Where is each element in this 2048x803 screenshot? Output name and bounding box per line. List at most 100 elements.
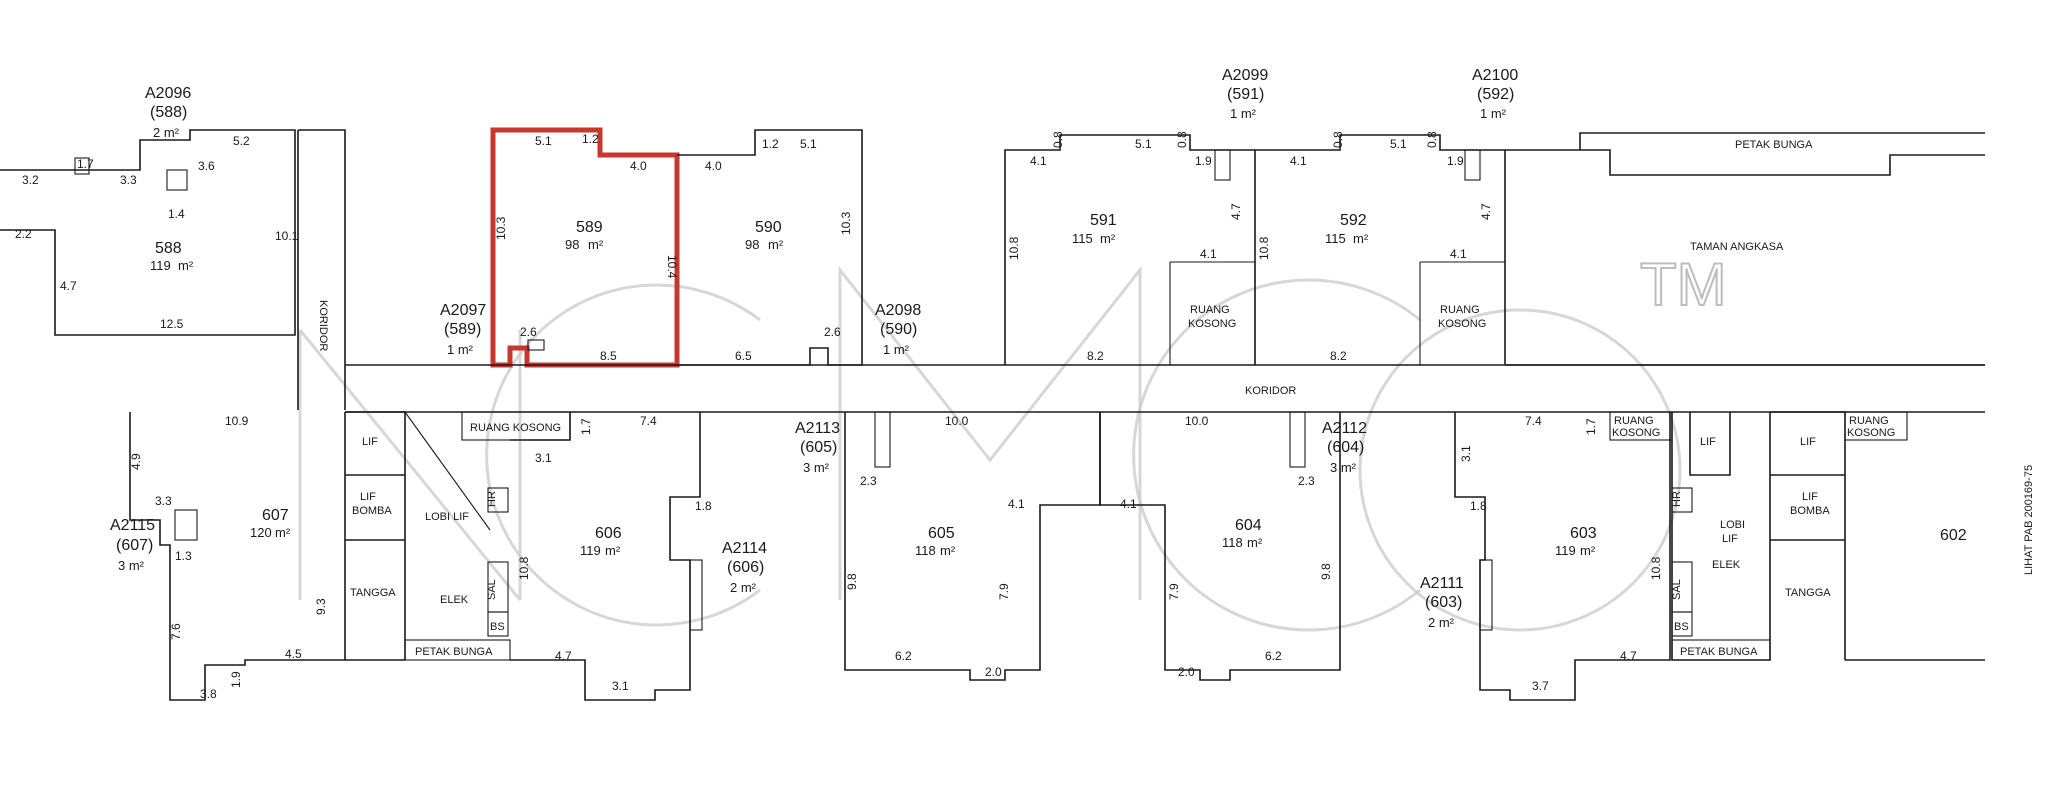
dimension-label: 5.1 [800,137,817,151]
dimension-label: (592) [1477,86,1514,103]
dimension-label: 1.9 [1447,154,1464,168]
dimension-label: SAL [1671,579,1683,600]
dimension-label: 10.8 [517,556,531,580]
lot-607-id: 607 [262,507,289,524]
dimension-label: m² [275,525,291,540]
dimension-label: m² [768,237,784,252]
dimension-label: 12.5 [160,317,184,331]
dimension-label: m² [1100,231,1116,246]
dimension-label: LIF [360,491,376,503]
dimension-label: 3 m² [803,460,830,475]
dimension-label: 4.7 [1620,649,1637,663]
dimension-label: LOBI [1720,519,1745,531]
dimension-label: 1 m² [883,342,910,357]
dimension-label: TANGGA [1785,587,1831,599]
dimension-label: 3.3 [120,173,137,187]
dimension-label: 118 [915,543,936,558]
dimension-label: 1 m² [1230,106,1257,121]
dimension-label: BOMBA [1790,505,1830,517]
dimension-label: LIF [362,436,378,448]
dimension-label: 4.1 [1030,154,1047,168]
annex-a2096: A2096 (588) 2 m² [145,85,191,140]
watermark-tm: TM [1640,251,1727,318]
dimension-label: 2.0 [1178,665,1195,679]
lot-606-id: 606 [595,525,622,542]
dimension-label: m² [588,237,604,252]
dimension-label: 7.9 [997,583,1011,600]
dimension-label: (590) [880,321,917,338]
lot-591-id: 591 [1090,212,1117,229]
dimension-label: 4.7 [60,279,77,293]
dimension-label: (605) [800,439,837,456]
dimension-label: PETAK BUNGA [1735,139,1813,151]
dimension-label: 0.8 [1425,131,1439,148]
dimension-label: ELEK [440,594,469,606]
dimension-label: RUANG [1440,304,1480,316]
annex-a2115: A2115 (607) 3 m² [110,517,155,573]
watermark-letter-c-2 [1132,278,1421,632]
dimension-label: 1.7 [77,157,94,171]
dimension-label: 4.0 [630,159,647,173]
lot-607: 10.9 4.9 3.3 1.3 9.3 7.6 4.5 3.8 1.9 607… [129,412,346,701]
dimension-label: PETAK BUNGA [1680,646,1758,658]
main-corridor: KORIDOR [345,364,1985,413]
vertical-corridor: KORIDOR [297,129,346,410]
lift-core-left: LIF LIF BOMBA TANGGA LOBI LIF ELEK SAL H… [345,411,571,661]
sky-garden: PETAK BUNGA TAMAN ANGKASA [1505,132,1985,366]
dimension-label: 9.8 [845,573,859,590]
dimension-label: 2 m² [1428,615,1455,630]
dimension-label: 9.3 [314,598,328,615]
dimension-label: 3.1 [612,679,629,693]
dimension-label: 10.0 [945,414,969,428]
dimension-label: A2111 [1420,575,1464,592]
dimension-label: 1.4 [168,207,185,221]
dimension-label: 3.1 [1459,445,1473,462]
annex-a2097: A2097 (589) 1 m² [440,302,545,357]
dimension-label: 1.2 [582,132,599,146]
dimension-label: 119 [580,543,601,558]
dimension-label: RUANG [1849,415,1889,427]
dimension-label: TAMAN ANGKASA [1690,241,1784,253]
watermark: TM [298,250,1728,632]
annex-a2100: A2100 (592) 1 m² [1472,67,1518,121]
dimension-label: LIF [1800,436,1816,448]
dimension-label: m² [1580,543,1596,558]
dimension-label: A2100 [1472,67,1518,84]
annex-a2111: A2111 (603) 2 m² [1420,575,1464,630]
dimension-label: BS [1674,621,1689,633]
dimension-label: 3.1 [535,451,552,465]
dimension-label: 2 m² [153,125,180,140]
dimension-label: 2.2 [15,227,32,241]
lift-core-right: RUANG KOSONG LIF HR SAL BS LOBI LIF ELEK… [1609,411,1908,661]
dimension-label: (604) [1327,439,1364,456]
dimension-label: 2.6 [520,325,537,339]
dimension-label: A2098 [875,302,921,319]
dimension-label: 10.3 [839,211,853,235]
dimension-label: LIF [1700,436,1716,448]
dimension-label: 3.8 [200,687,217,701]
dimension-label: 120 [250,525,272,540]
dimension-label: 115 [1325,231,1346,246]
dimension-label: 7.4 [1525,414,1542,428]
dimension-label: 6.2 [895,649,912,663]
dimension-label: (603) [1425,594,1462,611]
dimension-label: BOMBA [352,505,392,517]
dimension-label: m² [1353,231,1369,246]
dimension-label: 10.1 [275,229,299,243]
dimension-label: 6.2 [1265,649,1282,663]
dimension-label: 1.9 [1195,154,1212,168]
dimension-label: (606) [727,559,764,576]
dimension-label: (589) [444,321,481,338]
dimension-label: HR [486,491,498,507]
dimension-label: ELEK [1712,559,1741,571]
dimension-label: A2096 [145,85,191,102]
lot-589-id: 589 [576,219,603,236]
dimension-label: 0.8 [1051,131,1065,148]
dimension-label: KOSONG [1847,427,1895,439]
dimension-label: 4.1 [1120,497,1137,511]
